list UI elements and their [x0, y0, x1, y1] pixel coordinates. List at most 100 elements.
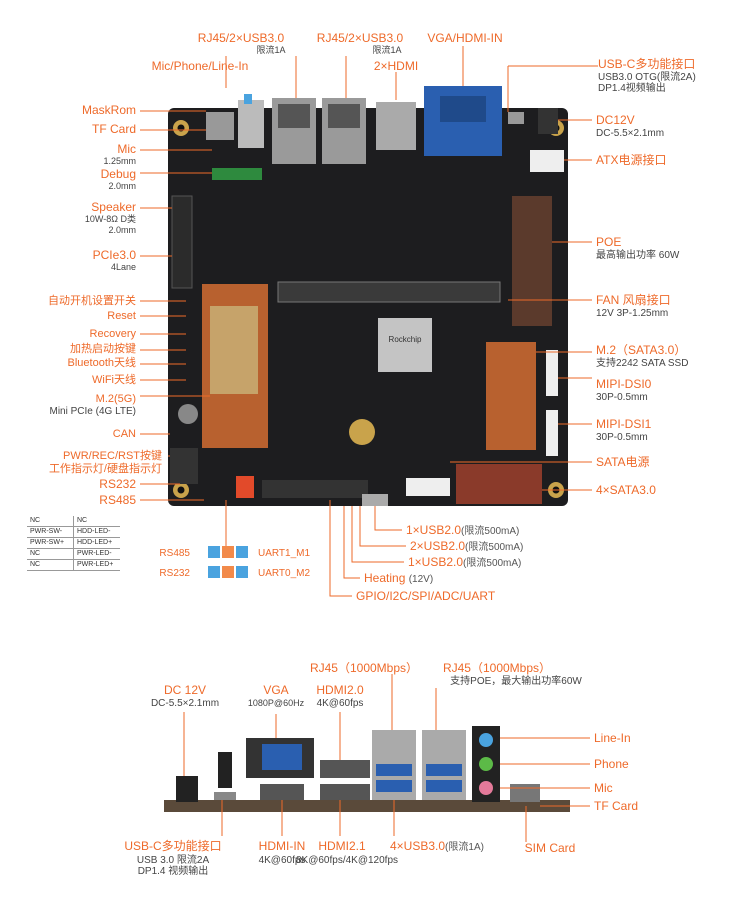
io-label-phone: Phone	[594, 757, 629, 771]
poe-module	[512, 196, 552, 326]
io-label-hdmi21-sub: 8K@60fps/4K@120fps	[295, 855, 399, 866]
io-hdmi-in	[260, 784, 304, 800]
io-label-hdmi20: HDMI2.0	[316, 683, 364, 697]
io-label-rj45-1: RJ45（1000Mbps）	[309, 661, 419, 675]
label-rj45-usb-a-sub: 限流1A	[256, 45, 286, 55]
label-m2-sata-sub: 支持2242 SATA SSD	[596, 358, 689, 369]
jumper-label-rs232: RS232	[159, 568, 190, 579]
io-hdmi21	[320, 784, 370, 800]
rtc-battery	[349, 419, 375, 445]
io-label-mic: Mic	[594, 781, 613, 795]
io-label-rj45-2: RJ45（1000Mbps）	[442, 661, 552, 675]
label-maskrom: MaskRom	[81, 103, 136, 117]
label-mipi-dsi0-sub: 30P-0.5mm	[596, 392, 648, 403]
label-2x-hdmi: 2×HDMI	[373, 59, 419, 73]
label-fan: FAN 风扇接口	[596, 293, 671, 307]
label-mic-sub: 1.25mm	[103, 156, 136, 166]
io-label-vga-sub: 1080P@60Hz	[247, 698, 305, 708]
io-tf-sim	[510, 784, 540, 802]
label-heating: Heating (12V)	[364, 571, 434, 586]
label-speaker-sub: 10W-8Ω D类 2.0mm	[84, 214, 136, 235]
label-dc12v: DC12V	[596, 113, 635, 127]
io-label-hdmi-in-sub: 4K@60fps	[258, 855, 306, 866]
io-dc-jack	[176, 776, 198, 802]
debug-connector	[212, 168, 262, 180]
label-speaker: Speaker	[91, 200, 136, 214]
io-label-sim: SIM Card	[524, 841, 576, 855]
label-rs485: RS485	[99, 493, 136, 507]
coin-cell	[178, 404, 198, 424]
io-label-hdmi20-sub: 4K@60fps	[316, 698, 364, 709]
label-mic: Mic	[117, 142, 136, 156]
usbc-port	[508, 112, 524, 124]
label-rj45-usb-a: RJ45/2×USB3.0	[197, 31, 285, 45]
label-dc12v-sub: DC-5.5×2.1mm	[596, 128, 665, 139]
label-vga-hdmi-in: VGA/HDMI-IN	[427, 31, 503, 45]
io-label-dc12v-sub: DC-5.5×2.1mm	[150, 698, 220, 709]
table-row: PWR-SW-HDD-LED-	[27, 526, 120, 538]
label-poe-sub: 最高输出功率 60W	[596, 250, 680, 261]
label-recovery: Recovery	[89, 328, 136, 340]
label-autostart: 自动开机设置开关	[48, 295, 136, 307]
usb2-header	[362, 494, 388, 506]
label-hotkey: 加热启动按键	[70, 343, 136, 355]
label-usb2-c: 1×USB2.0(限流500mA)	[408, 555, 522, 570]
label-tf-card: TF Card	[91, 122, 136, 136]
table-row: PWR-SW+HDD-LED+	[27, 537, 120, 549]
label-reset: Reset	[107, 310, 136, 322]
label-m2-5g-sub: Mini PCIe (4G LTE)	[49, 406, 137, 417]
label-can: CAN	[112, 428, 136, 440]
label-pcie: PCIe3.0	[92, 248, 136, 262]
io-hdmi20	[320, 760, 370, 778]
serial-header	[236, 476, 254, 498]
label-rj45-usb-b: RJ45/2×USB3.0	[316, 31, 404, 45]
label-atx: ATX电源接口	[596, 153, 667, 167]
label-mipi-dsi0: MIPI-DSI0	[596, 377, 652, 391]
memory-slot	[277, 281, 501, 303]
jumper-label-rs485: RS485	[159, 548, 190, 559]
io-panel-pcb	[164, 800, 570, 812]
dc-jack	[538, 108, 558, 134]
sata-power-connector	[406, 478, 450, 496]
io-label-rj45-2-sub: 支持POE，最大输出功率60W	[450, 676, 582, 687]
label-usb2-a: 1×USB2.0(限流500mA)	[406, 523, 520, 538]
label-usbc: USB-C多功能接口	[598, 57, 696, 71]
audio-jack-stack	[238, 100, 264, 148]
hdmi-stack	[376, 102, 416, 150]
label-4x-sata: 4×SATA3.0	[596, 483, 656, 497]
io-capacitor	[218, 752, 232, 788]
io-label-linein: Line-In	[594, 731, 631, 745]
label-rs232: RS232	[99, 477, 136, 491]
label-m2-sata: M.2（SATA3.0）	[596, 343, 687, 357]
label-pwr-rec-rst: PWR/REC/RST按键 工作指示灯/硬盘指示灯	[48, 450, 162, 475]
io-label-vga: VGA	[263, 683, 289, 697]
pcie-slot	[171, 195, 193, 289]
mipi-dsi1-connector	[546, 410, 558, 456]
label-debug-sub: 2.0mm	[108, 181, 136, 191]
label-fan-sub: 12V 3P-1.25mm	[596, 308, 669, 319]
label-sata-power: SATA电源	[596, 455, 650, 469]
jumper-label-uart0: UART0_M2	[258, 568, 311, 579]
label-bluetooth: Bluetooth天线	[67, 357, 136, 369]
mipi-dsi0-connector	[546, 350, 558, 396]
sata-connectors	[456, 464, 542, 504]
io-usbc	[214, 792, 236, 800]
io-label-hdmi21: HDMI2.1	[318, 839, 366, 853]
io-label-tf: TF Card	[594, 799, 639, 813]
io-label-usbc: USB-C多功能接口	[124, 839, 222, 853]
label-usbc-sub: USB3.0 OTG(限流2A) DP1.4视频输出	[598, 72, 696, 94]
label-mipi-dsi1: MIPI-DSI1	[596, 417, 652, 431]
label-m2-5g: M.2(5G)	[95, 393, 136, 405]
label-gpio: GPIO/I2C/SPI/ADC/UART	[356, 589, 496, 603]
io-label-dc12v: DC 12V	[163, 683, 207, 697]
label-mipi-dsi1-sub: 30P-0.5mm	[596, 432, 648, 443]
label-pcie-sub: 4Lane	[110, 262, 136, 272]
label-usb2-b: 2×USB2.0(限流500mA)	[410, 539, 524, 554]
jumper-label-uart1: UART1_M1	[258, 548, 311, 559]
soc-chip	[378, 318, 432, 372]
